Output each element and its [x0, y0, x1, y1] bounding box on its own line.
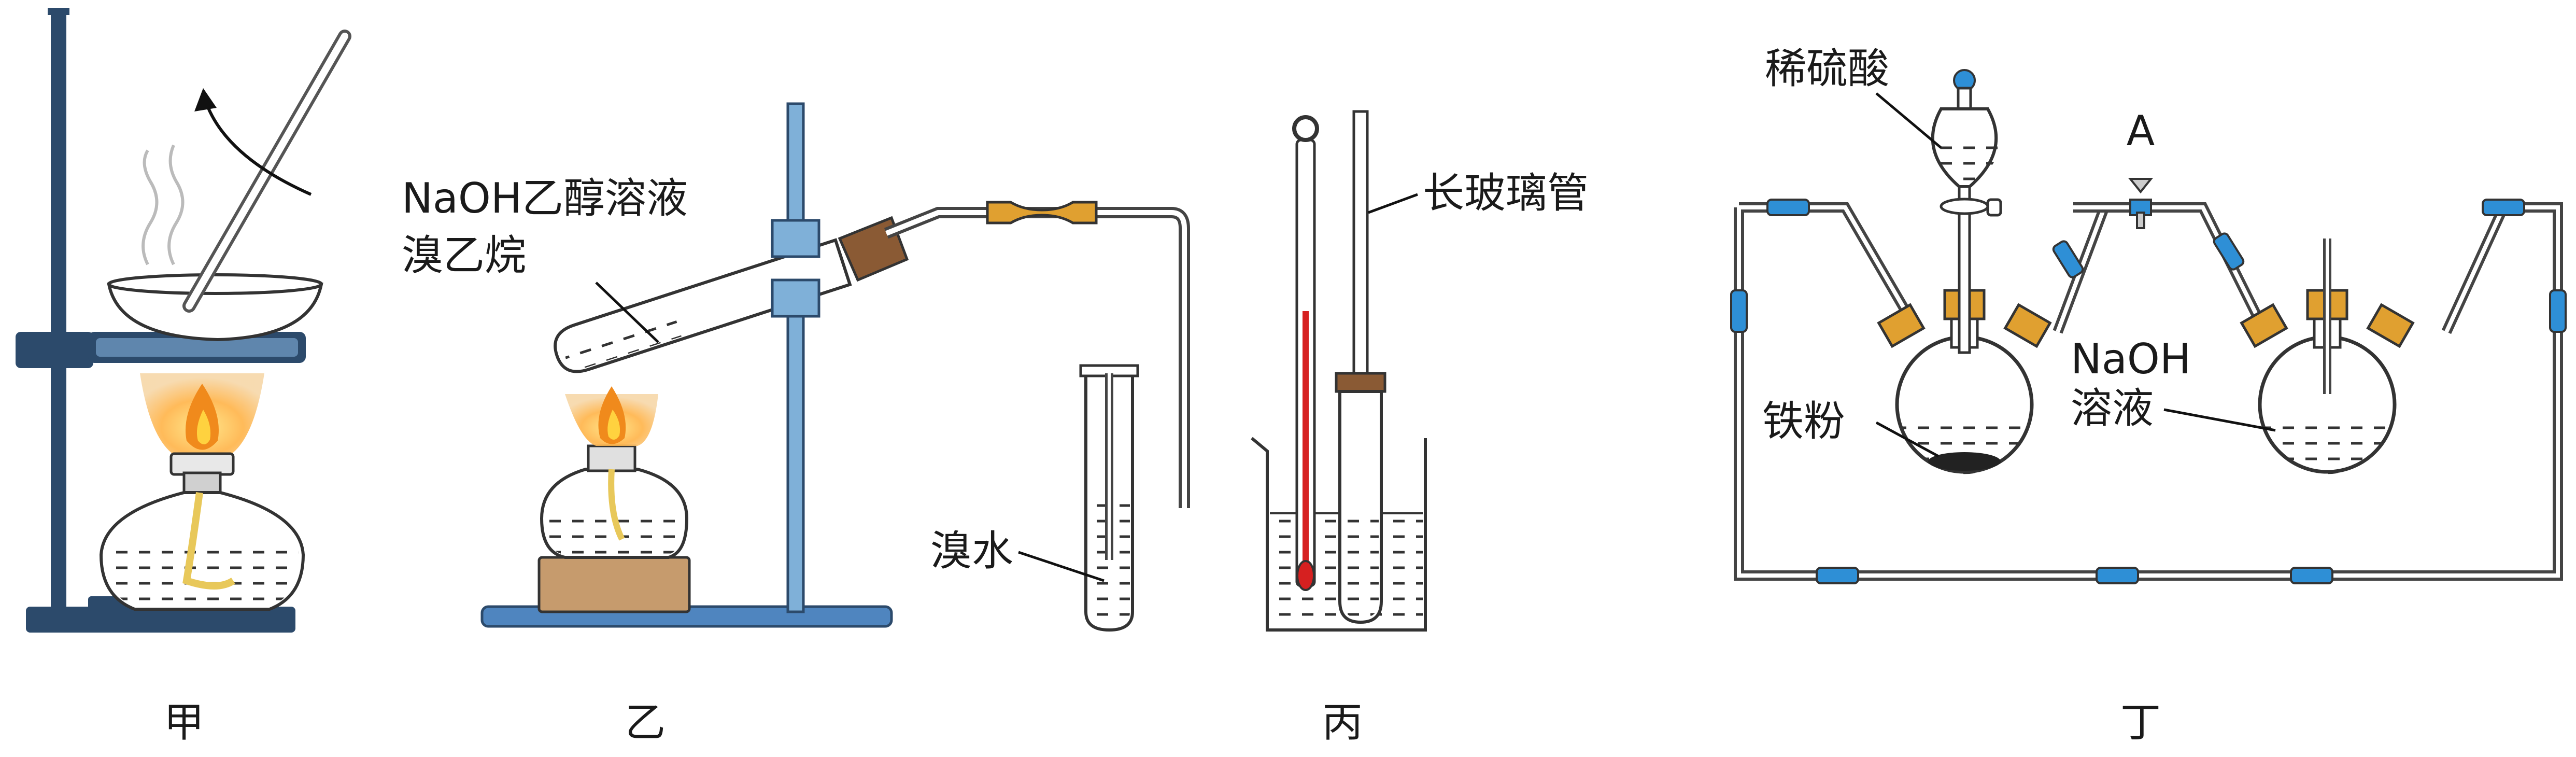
- apparatus-yi: NaOH乙醇溶液 溴乙烷 溴水 乙: [402, 102, 1190, 746]
- label-iron-powder: 铁粉: [1762, 397, 1845, 445]
- vapour-lines: [141, 144, 185, 265]
- stir-arrow: [203, 98, 312, 196]
- separatory-funnel: [1929, 69, 2002, 354]
- lamp-wick: [182, 492, 235, 590]
- apparatus-ding: 稀硫酸 A 铁粉 NaOH 溶液 丁: [1730, 45, 2567, 746]
- leader-line: [1875, 421, 1940, 458]
- tube-clamp: [771, 219, 820, 258]
- test-tube: [554, 238, 852, 373]
- ring-clamp: [16, 332, 93, 368]
- label-long-glass-tube: 长玻璃管: [1423, 169, 1589, 217]
- leader-line: [595, 282, 659, 343]
- label-bromine-water: 溴水: [930, 527, 1013, 575]
- iron-powder: [1928, 452, 2001, 471]
- label-naoh-ethanol: NaOH乙醇溶液: [402, 174, 688, 222]
- leader-line: [1875, 92, 1942, 149]
- leader-line: [1018, 551, 1105, 582]
- evaporating-dish: [107, 283, 323, 342]
- label-naoh-solution-line1: NaOH: [2071, 335, 2191, 383]
- apparatus-bing: 长玻璃管 丙: [1251, 110, 1589, 746]
- caption-bing: 丙: [1322, 699, 1363, 746]
- caption-yi: 乙: [625, 699, 666, 746]
- apparatus-jia: 甲: [16, 8, 351, 746]
- valve-a[interactable]: [2128, 178, 2154, 229]
- tube-joints: [1730, 199, 2567, 584]
- stand-rod: [51, 10, 66, 612]
- delivery-tube: [884, 207, 1190, 508]
- label-valve-a: A: [2127, 107, 2155, 155]
- rubber-connector: [986, 201, 1098, 225]
- caption-jia: 甲: [164, 699, 204, 746]
- label-bromoethane: 溴乙烷: [402, 231, 526, 279]
- flask-right: [2240, 239, 2415, 474]
- label-dilute-sulfuric-acid: 稀硫酸: [1765, 45, 1889, 93]
- caption-ding: 丁: [2120, 699, 2161, 746]
- leader-line: [1368, 193, 1418, 214]
- stand-rod: [786, 102, 805, 613]
- label-naoh-solution-line2: 溶液: [2071, 384, 2154, 432]
- stand-base: [26, 607, 295, 633]
- cork-stopper: [1335, 372, 1386, 393]
- lamp-cap: [169, 452, 235, 476]
- thermometer: [1292, 115, 1319, 591]
- wooden-block: [537, 556, 691, 613]
- leader-line: [2163, 408, 2276, 432]
